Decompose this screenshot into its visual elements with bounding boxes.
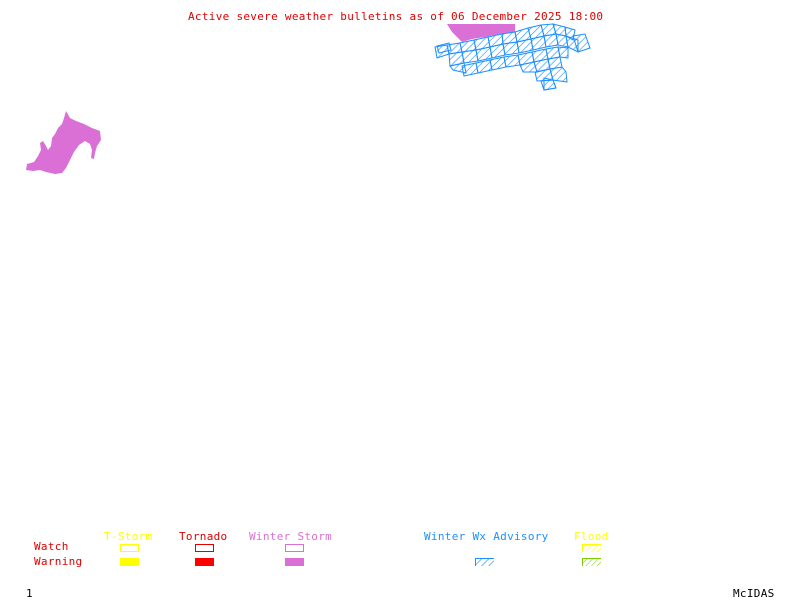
legend-label-flood: Flood: [574, 530, 609, 543]
legend-swatch-winter-storm-watch: [285, 544, 304, 552]
legend-swatch-tornado-warning: [195, 558, 214, 566]
legend-row-label-watch: Watch: [34, 540, 69, 553]
legend-swatch-flood-warning: [582, 558, 601, 566]
legend-label-winter-wx-advisory: Winter Wx Advisory: [424, 530, 549, 543]
frame-number: 1: [26, 587, 33, 600]
legend-row-label-warning: Warning: [34, 555, 83, 568]
winter-storm-warning-area-northeast: [447, 24, 515, 42]
legend-swatch-tstorm-watch: [120, 544, 139, 552]
map-title: Active severe weather bulletins as of 06…: [188, 10, 604, 23]
legend-label-tstorm: T-Storm: [104, 530, 153, 543]
software-label: McIDAS: [733, 587, 775, 600]
winter-wx-advisory-area: [434, 23, 591, 91]
legend-label-winter-storm: Winter Storm: [249, 530, 333, 543]
legend-label-tornado: Tornado: [179, 530, 228, 543]
legend-swatch-tornado-watch: [195, 544, 214, 552]
legend-swatch-flood-watch: [582, 544, 601, 552]
legend-swatch-winter-storm-warning: [285, 558, 304, 566]
legend-swatch-tstorm-warning: [120, 558, 139, 566]
winter-storm-warning-area-west: [26, 111, 101, 174]
legend-swatch-winter-wx-advisory: [475, 558, 494, 566]
